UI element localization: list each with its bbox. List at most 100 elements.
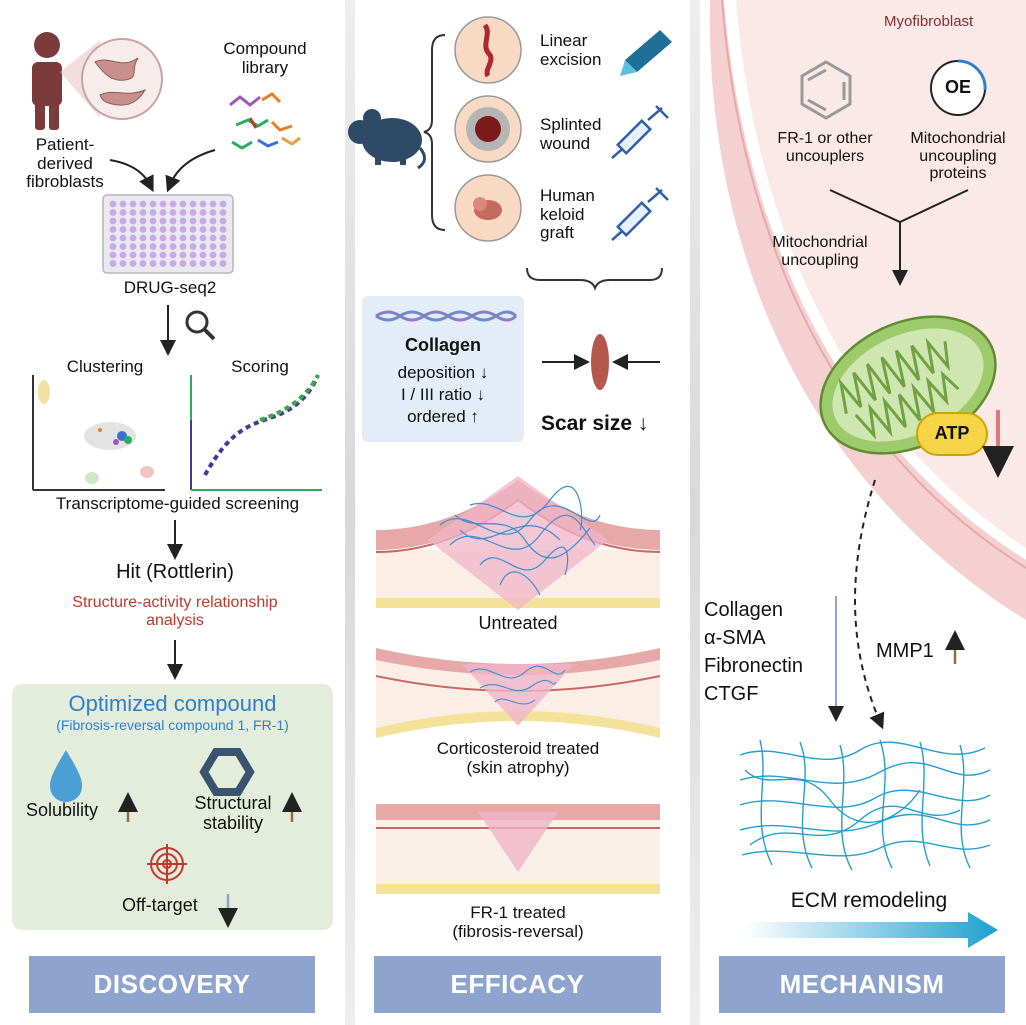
mmp1-label: MMP1 bbox=[876, 640, 934, 662]
library-label: Compound library bbox=[223, 39, 307, 77]
marker-list: Collagen α-SMA Fibronectin CTGF bbox=[704, 599, 803, 705]
optimized-compound-box bbox=[12, 684, 333, 930]
plate-well bbox=[169, 243, 177, 250]
plate-well bbox=[129, 209, 137, 216]
hexagon-icon bbox=[199, 748, 255, 796]
plate-well bbox=[129, 251, 137, 259]
plate-well bbox=[149, 234, 157, 242]
plate-well bbox=[139, 234, 147, 242]
plate-well bbox=[129, 217, 137, 225]
untreated-label: Untreated bbox=[478, 613, 558, 633]
plate-well bbox=[149, 200, 157, 208]
solubility-label: Solubility bbox=[26, 800, 99, 820]
syringe-icon bbox=[611, 187, 669, 241]
plate-well bbox=[189, 226, 197, 233]
plate-well bbox=[169, 251, 177, 259]
plate-well bbox=[149, 217, 157, 225]
plate-well bbox=[109, 251, 117, 259]
plate-well bbox=[189, 243, 197, 250]
plate-well bbox=[179, 217, 187, 225]
plate-well bbox=[219, 251, 227, 259]
plate-well bbox=[179, 200, 187, 208]
plate-well bbox=[159, 226, 167, 233]
patient-label: Patient- derived fibroblasts bbox=[26, 135, 104, 192]
plate-well bbox=[189, 200, 197, 208]
plate-well bbox=[129, 260, 137, 267]
plate-well bbox=[109, 243, 117, 250]
plate-well bbox=[119, 217, 127, 225]
plate-well bbox=[129, 234, 137, 242]
plate-well bbox=[169, 200, 177, 208]
plate-label: DRUG-seq2 bbox=[123, 278, 217, 297]
plate-well bbox=[219, 209, 227, 216]
plate-well bbox=[179, 251, 187, 259]
plate-well bbox=[139, 251, 147, 259]
plate-well bbox=[179, 260, 187, 267]
ecm-label: ECM remodeling bbox=[790, 889, 948, 912]
plate-well bbox=[149, 209, 157, 216]
mouse-icon bbox=[348, 109, 426, 170]
atp-label: ATP bbox=[934, 423, 970, 443]
mechanism-panel-button[interactable]: MECHANISM bbox=[719, 956, 1005, 1013]
plate-well bbox=[189, 217, 197, 225]
plate-well bbox=[139, 217, 147, 225]
plate-well bbox=[139, 209, 147, 216]
plate-well bbox=[139, 200, 147, 208]
plate-well bbox=[199, 226, 207, 233]
plate-well bbox=[209, 260, 217, 267]
plate-well bbox=[219, 243, 227, 250]
hit-label: Hit (Rottlerin) bbox=[116, 561, 234, 583]
plate-well bbox=[189, 260, 197, 267]
collagen-lines: deposition ↓ I / III ratio ↓ ordered ↑ bbox=[397, 363, 489, 427]
plate-well bbox=[219, 260, 227, 267]
efficacy-panel-button[interactable]: EFFICACY bbox=[374, 956, 661, 1013]
plate-well bbox=[199, 260, 207, 267]
well-plate bbox=[102, 194, 234, 274]
plate-well bbox=[199, 234, 207, 242]
cortico-label: Corticosteroid treated (skin atrophy) bbox=[436, 739, 600, 777]
plate-well bbox=[119, 226, 127, 233]
plate-well bbox=[139, 260, 147, 267]
plate-well bbox=[149, 226, 157, 233]
plate-well bbox=[119, 243, 127, 250]
fr1-uncoupler-label: FR-1 or other uncouplers bbox=[777, 130, 873, 165]
plate-well bbox=[149, 260, 157, 267]
plate-well bbox=[209, 234, 217, 242]
plate-well bbox=[149, 251, 157, 259]
skin-corticosteroid bbox=[375, 648, 661, 738]
sar-label: Structure-activity relationship analysis bbox=[72, 594, 278, 629]
plate-well bbox=[209, 226, 217, 233]
plate-well bbox=[119, 200, 127, 208]
benzene-icon bbox=[800, 60, 852, 120]
optimized-title: Optimized compound bbox=[68, 691, 277, 716]
syringe-icon bbox=[611, 105, 669, 159]
plate-well bbox=[169, 226, 177, 233]
plate-well bbox=[169, 260, 177, 267]
discovery-panel-button[interactable]: DISCOVERY bbox=[29, 956, 315, 1013]
uncoupling-label: Mitochondrial uncoupling bbox=[772, 234, 868, 269]
compound-library-icon bbox=[229, 92, 301, 150]
plate-well bbox=[159, 217, 167, 225]
stability-label: Structural stability bbox=[194, 793, 272, 833]
scoring-label: Scoring bbox=[231, 357, 289, 376]
collagen-title: Collagen bbox=[404, 335, 481, 355]
plate-well bbox=[109, 234, 117, 242]
plate-well bbox=[109, 217, 117, 225]
plate-well bbox=[159, 234, 167, 242]
plate-well bbox=[209, 251, 217, 259]
plate-well bbox=[129, 243, 137, 250]
clustering-label: Clustering bbox=[66, 357, 144, 376]
mito-proteins-label: Mitochondrial uncoupling proteins bbox=[910, 130, 1006, 183]
plate-well bbox=[109, 260, 117, 267]
plate-well bbox=[169, 209, 177, 216]
plate-well bbox=[199, 251, 207, 259]
plate-well bbox=[199, 200, 207, 208]
pen-icon bbox=[620, 30, 672, 76]
skin-fr1 bbox=[376, 804, 660, 894]
plate-well bbox=[219, 217, 227, 225]
plate-well bbox=[159, 209, 167, 216]
screening-label: Transcriptome-guided screening bbox=[55, 494, 300, 513]
